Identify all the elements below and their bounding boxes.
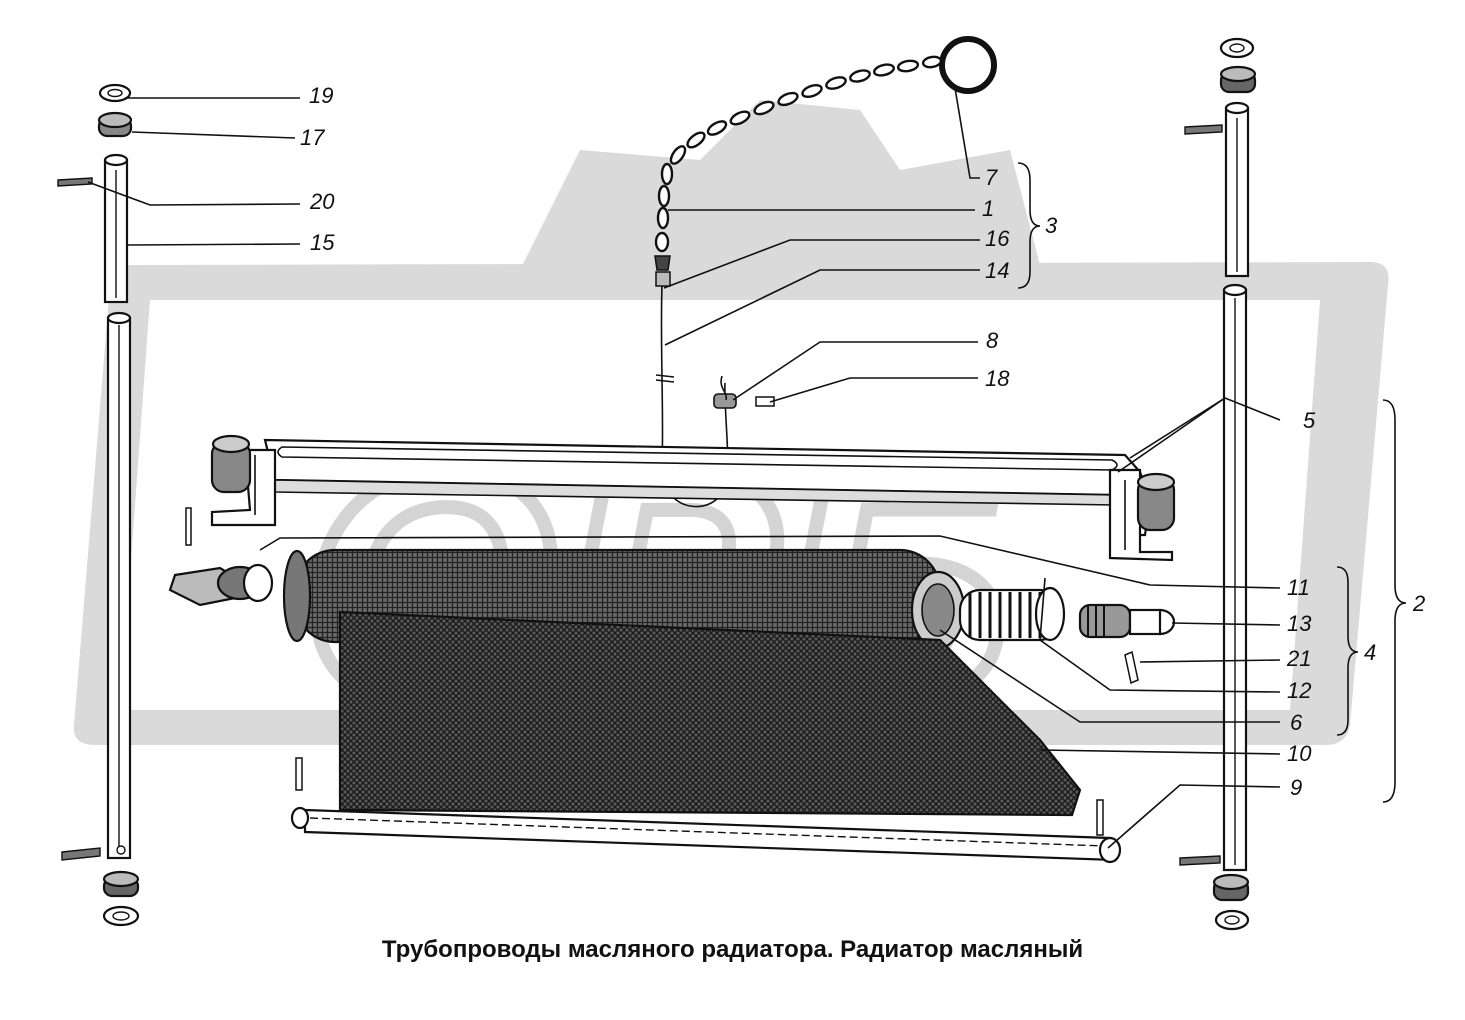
chain-assembly xyxy=(654,36,997,508)
callout-labels: 19 17 20 15 7 1 16 14 3 8 18 5 2 11 13 2… xyxy=(300,83,1425,800)
callout-7: 7 xyxy=(985,165,998,190)
callout-13: 13 xyxy=(1287,611,1312,636)
leader-lines xyxy=(87,87,1281,849)
right-rod-assembly xyxy=(1179,37,1257,931)
callout-20: 20 xyxy=(309,189,335,214)
diagram-caption: Трубопроводы масляного радиатора. Радиат… xyxy=(381,936,1084,963)
callout-2: 2 xyxy=(1412,591,1425,616)
left-rod-assembly xyxy=(57,83,140,927)
callout-1: 1 xyxy=(982,196,994,221)
callout-9: 9 xyxy=(1290,775,1302,800)
callout-21: 21 xyxy=(1286,646,1311,671)
callout-14: 14 xyxy=(985,258,1009,283)
callout-18: 18 xyxy=(985,366,1010,391)
brace-group-3 xyxy=(1017,162,1041,289)
callout-4: 4 xyxy=(1364,640,1376,665)
upper-frame xyxy=(185,434,1176,562)
callout-3: 3 xyxy=(1045,213,1058,238)
brace-group-4 xyxy=(1336,566,1359,736)
callout-11: 11 xyxy=(1287,575,1310,600)
brace-group-2 xyxy=(1382,399,1407,803)
radiator-shutter xyxy=(168,548,1176,864)
callout-6: 6 xyxy=(1290,710,1303,735)
callout-19: 19 xyxy=(309,83,333,108)
callout-16: 16 xyxy=(985,226,1010,251)
callout-12: 12 xyxy=(1287,678,1311,703)
callout-10: 10 xyxy=(1287,741,1312,766)
callout-15: 15 xyxy=(310,230,335,255)
callout-17: 17 xyxy=(300,125,325,150)
callout-8: 8 xyxy=(986,328,999,353)
callout-5: 5 xyxy=(1303,408,1316,433)
spring xyxy=(958,586,1066,642)
